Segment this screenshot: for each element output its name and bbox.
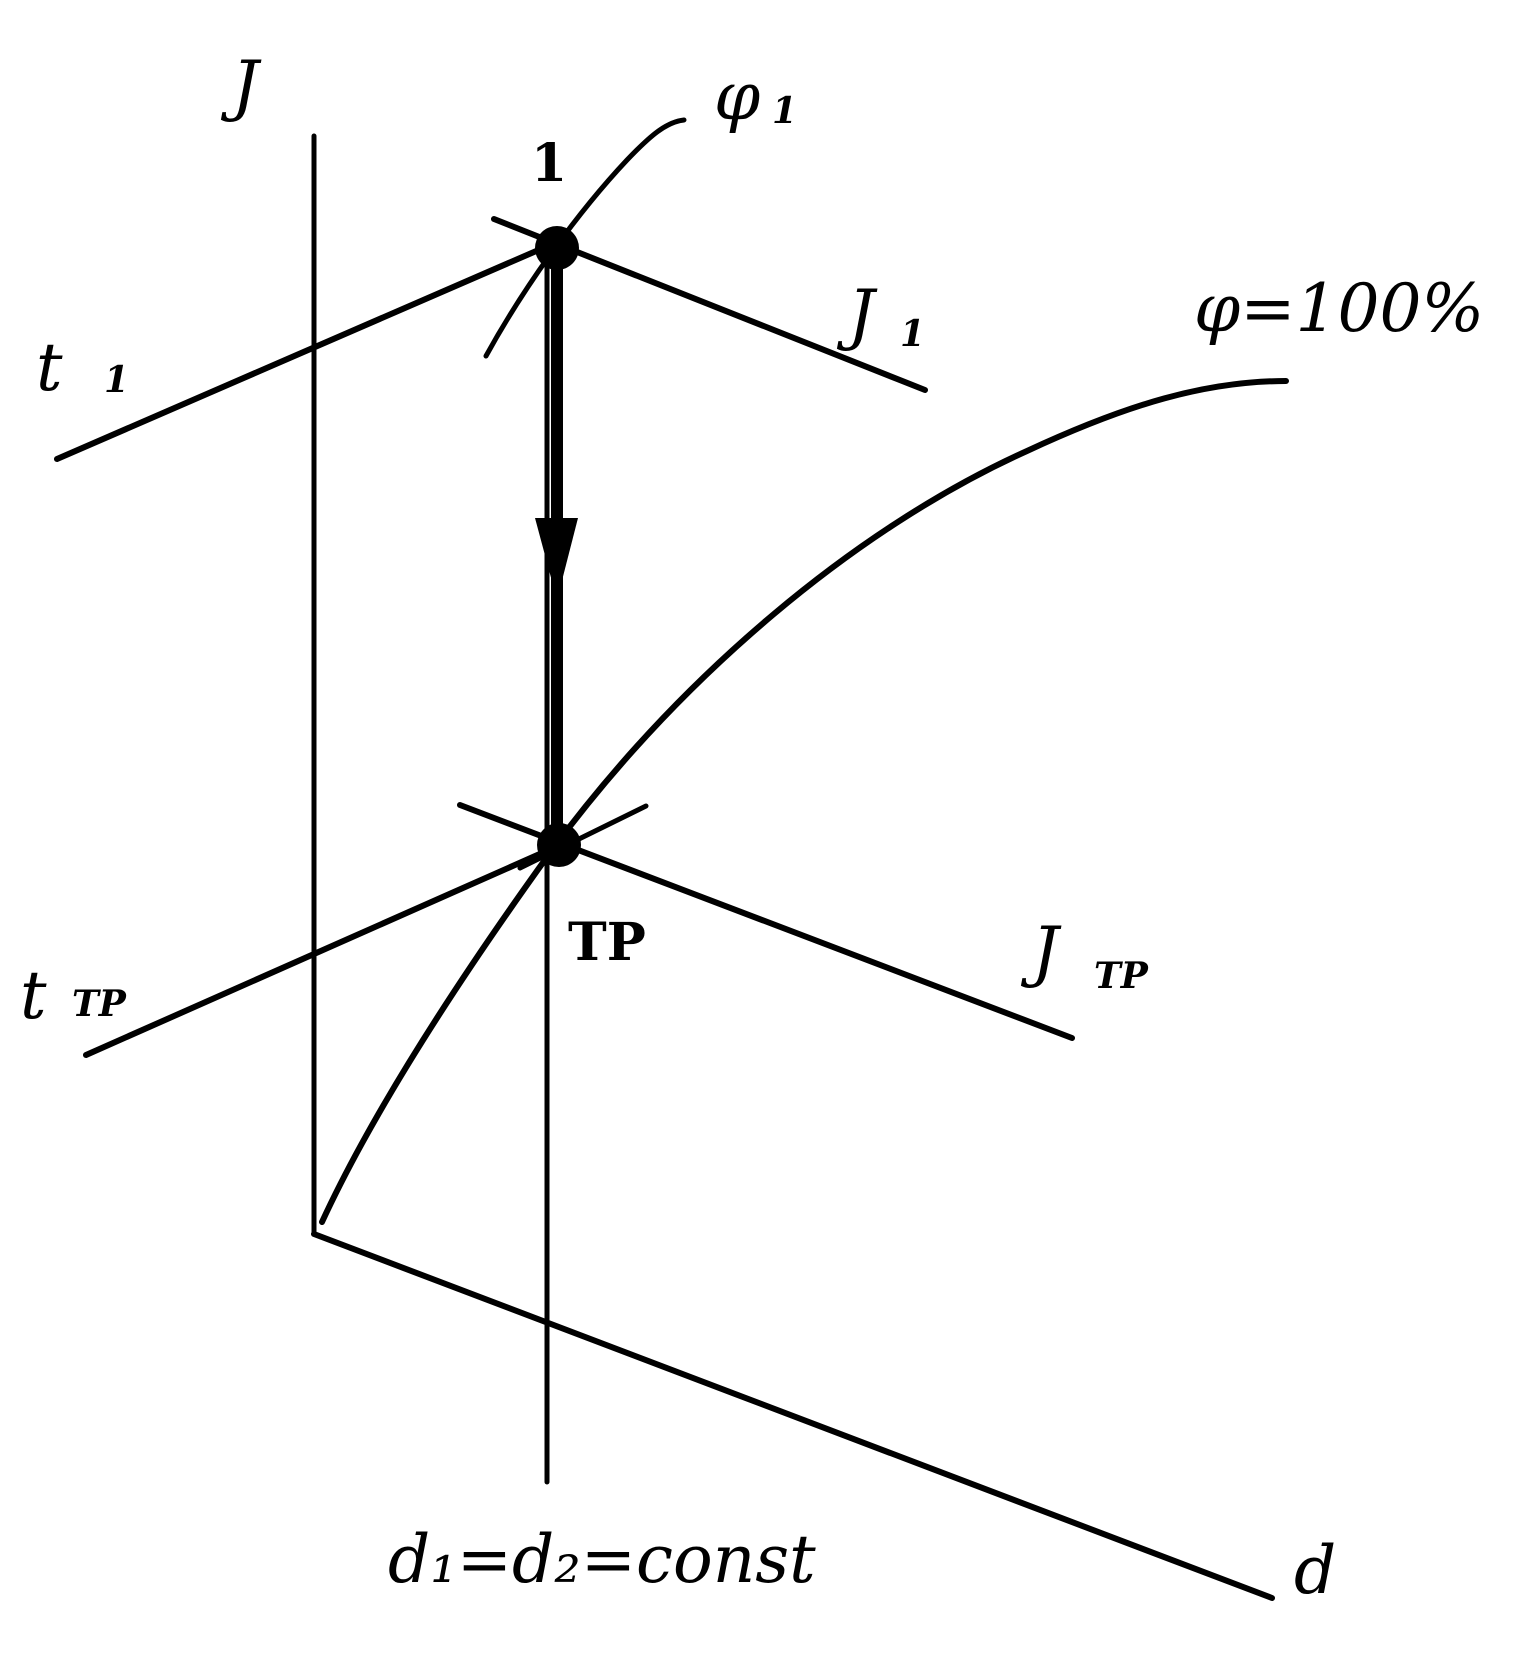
label-phi-1: φ (714, 58, 760, 135)
tick-mark-tp (517, 803, 649, 871)
label-j-tp: J (1020, 913, 1062, 990)
label-j1-subscript: 1 (900, 313, 925, 355)
point-label-tp: TP (568, 912, 646, 973)
arrowhead-icon (535, 518, 578, 600)
label-phi-1-subscript: 1 (772, 90, 797, 132)
state-points (535, 226, 581, 867)
label-j1: J (836, 276, 878, 353)
relative-humidity-curve-phi1 (483, 117, 687, 359)
saturation-curve-phi100 (319, 378, 1289, 1225)
axis-label-j: J (220, 47, 262, 124)
state-point-1 (535, 226, 579, 270)
labels: J 1 φ 1 t 1 J 1 φ=100% TP t TP J TP d d₁… (20, 47, 1484, 1609)
moisture-content-axis (311, 1231, 1275, 1601)
label-t1: t (36, 329, 63, 406)
axis-label-d: d (1294, 1532, 1336, 1609)
constant-moisture-formula: d₁=d₂=const (388, 1521, 816, 1598)
temperature-line-t1 (54, 239, 560, 462)
axes (311, 133, 1275, 1601)
process-arrow (535, 246, 578, 845)
point-label-1: 1 (531, 133, 567, 194)
state-point-tp (537, 823, 581, 867)
temperature-line-ttp (83, 842, 563, 1058)
label-t1-subscript: 1 (104, 359, 129, 401)
label-phi-100: φ=100% (1194, 270, 1484, 347)
label-t-tp-subscript: TP (72, 983, 127, 1025)
humidity-curves (319, 117, 1289, 1225)
label-j-tp-subscript: TP (1094, 955, 1149, 997)
label-t-tp: t (20, 957, 47, 1034)
